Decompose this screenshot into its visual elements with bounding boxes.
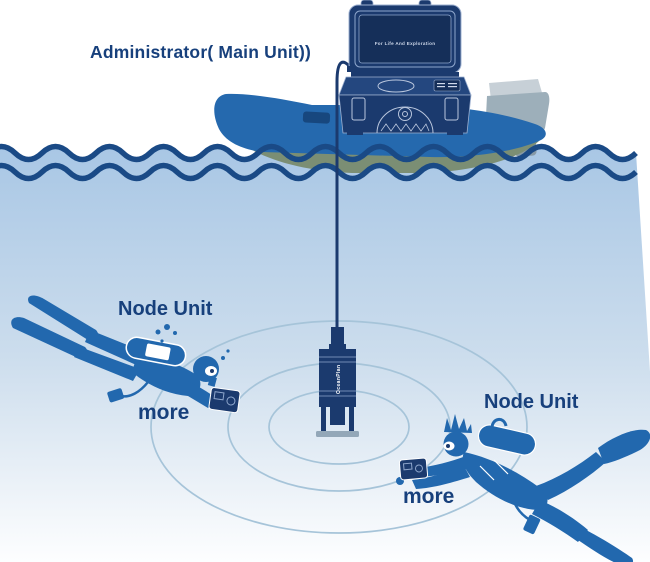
diver-right-node-device <box>398 457 429 481</box>
case-keypad <box>433 79 461 92</box>
diver-left-fin <box>28 295 99 342</box>
diver-left <box>11 295 241 414</box>
transducer-base-plate <box>316 431 359 437</box>
diver-left-tank <box>125 336 187 367</box>
diver-left-node-device <box>208 387 241 414</box>
transducer-sleeve <box>330 407 345 425</box>
case-latch <box>444 97 459 121</box>
node-unit-label-right: Node Unit <box>484 391 579 413</box>
node-unit-label-left: Node Unit <box>118 298 213 320</box>
transducer-unit: OceanPlan <box>316 327 359 437</box>
diver-right-hair <box>444 414 472 433</box>
wave-line-lower <box>0 162 638 182</box>
diver-left-leg <box>74 347 140 381</box>
case-screen <box>358 14 452 64</box>
diver-right <box>396 414 650 562</box>
diver-left-arm <box>178 380 216 408</box>
transducer-body <box>319 349 356 407</box>
bubbles <box>155 324 230 360</box>
diver-right-arm <box>412 466 470 489</box>
diver-right-console-hose <box>510 493 531 522</box>
diver-left-console <box>107 388 124 403</box>
diver-right-arm <box>418 456 470 477</box>
transducer-label: OceanPlan <box>336 365 342 394</box>
diver-right-fin <box>598 429 650 464</box>
diver-right-torso <box>462 452 548 510</box>
wave-line-upper <box>0 143 638 163</box>
water-surface-waves <box>0 143 638 182</box>
sonar-ring-outer <box>150 320 528 534</box>
more-label-right: more <box>403 485 455 508</box>
case-latch <box>351 97 366 121</box>
administrator-label: Administrator( Main Unit)) <box>90 42 312 62</box>
diver-right-console <box>523 514 541 535</box>
transducer-leg <box>321 404 326 433</box>
case-knob <box>398 107 412 121</box>
case-base-front <box>338 94 472 134</box>
diver-right-leg <box>532 500 588 542</box>
transducer-leg <box>349 404 354 433</box>
boat-handle <box>302 111 331 124</box>
diver-left-fin <box>11 317 88 359</box>
case-screen-text: For Life And Exploration <box>375 41 436 46</box>
diver-right-leg <box>536 452 606 500</box>
diver-right-fin <box>578 528 633 562</box>
main-unit-case: For Life And Exploration <box>338 0 472 135</box>
diver-right-tank <box>477 424 537 456</box>
more-label-left: more <box>138 401 190 424</box>
